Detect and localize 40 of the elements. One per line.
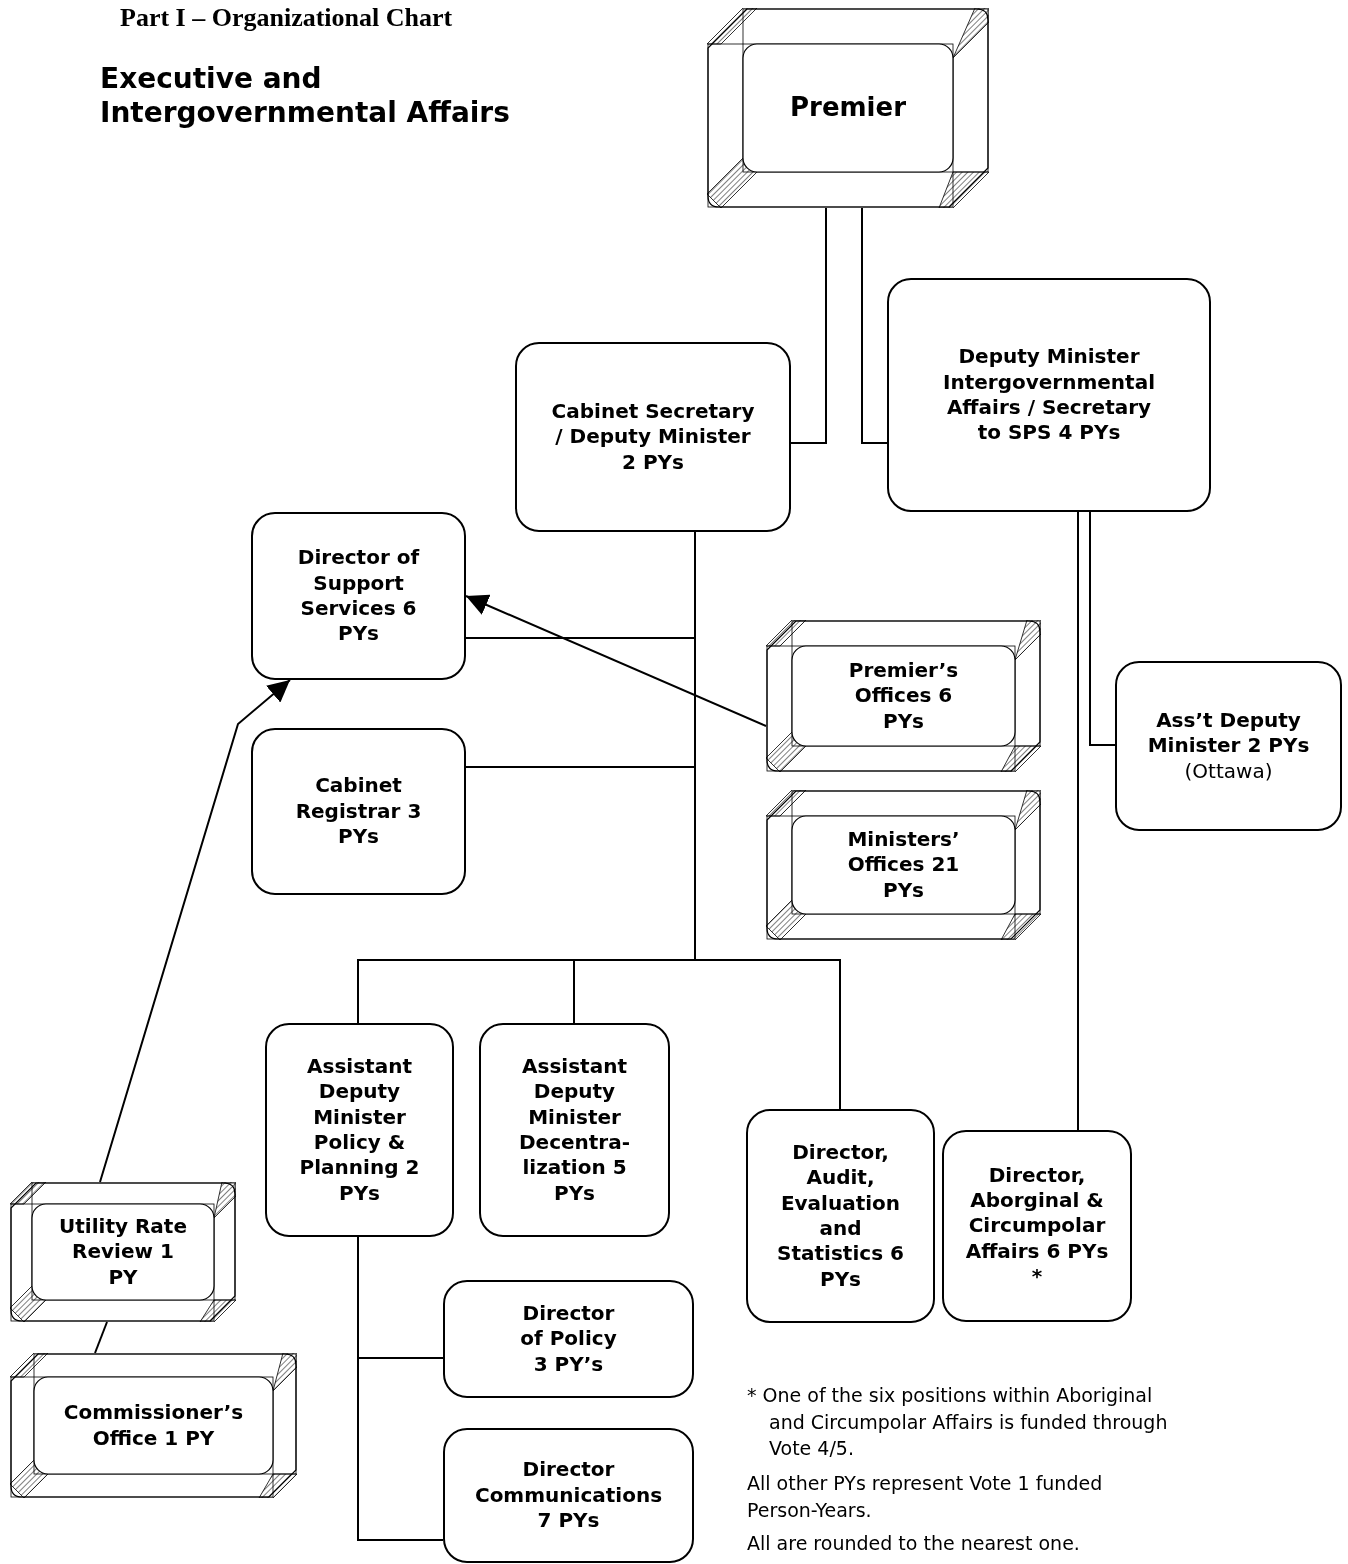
connector-line [1089, 511, 1116, 746]
position-title: Cabinet Secretary / Deputy Minister 2 PYs [550, 398, 756, 476]
position-title: Assistant Deputy Minister Decentra- lization 5 PYs [517, 1053, 631, 1207]
position-title: Director Communications 7 PYs [473, 1457, 664, 1534]
footnote: * One of the six positions within Aboriginal and Circumpolar Affairs is funded through Vote 4/5. [747, 1383, 1169, 1462]
position-box [443, 1280, 694, 1398]
position-title: Premier [789, 91, 907, 125]
position-box [265, 1023, 454, 1237]
connector-line [790, 207, 827, 444]
position-title: Director of Support Services 6 PYs [296, 545, 421, 647]
position-title: Director, Aborginal & Circumpolar Affairs 6 PYs * [964, 1162, 1110, 1290]
connector-line [94, 1321, 108, 1354]
position-box [479, 1023, 670, 1237]
arrow [465, 594, 767, 727]
connector-line [1077, 511, 1079, 1131]
position-title: Director of Policy 3 PY’s [519, 1300, 618, 1378]
position-title: Assistant Deputy Minister Policy & Planning 2 PYs [299, 1053, 420, 1207]
position-title: Director, Audit, Evaluation and Statistics 6 PYs [776, 1139, 905, 1293]
position-title: Ass’t Deputy Minister 2 PYs [1146, 707, 1311, 759]
arrow [99, 679, 291, 1183]
position-title: Cabinet Registrar 3 PYs [294, 773, 423, 850]
position-box [515, 342, 791, 532]
position-box [942, 1130, 1132, 1322]
position-box [443, 1428, 694, 1563]
position-title: Premier’s Offices 6 PYs [847, 657, 960, 735]
position-box [1115, 661, 1342, 831]
position-box [746, 1109, 935, 1323]
page-heading: Part I – Organizational Chart [120, 2, 454, 34]
position-title: Commissioner’s Office 1 PY [62, 1400, 245, 1451]
connector-line [861, 207, 888, 444]
position-title: Utility Rate Review 1 PY [58, 1213, 188, 1291]
position-box [251, 512, 466, 680]
position-title: Ministers’ Offices 21 PYs [846, 826, 961, 904]
position-box [251, 728, 466, 895]
chart-title: Executive and Intergovernmental Affairs [100, 62, 511, 130]
position-box [887, 278, 1211, 512]
footnote: All are rounded to the nearest one. [747, 1531, 1081, 1556]
position-title: Deputy Minister Intergovernmental Affairs / Secretary to SPS 4 PYs [942, 344, 1156, 446]
footnote: All other PYs represent Vote 1 funded Person-Years. [747, 1471, 1104, 1523]
location-note: (Ottawa) [1183, 758, 1274, 785]
